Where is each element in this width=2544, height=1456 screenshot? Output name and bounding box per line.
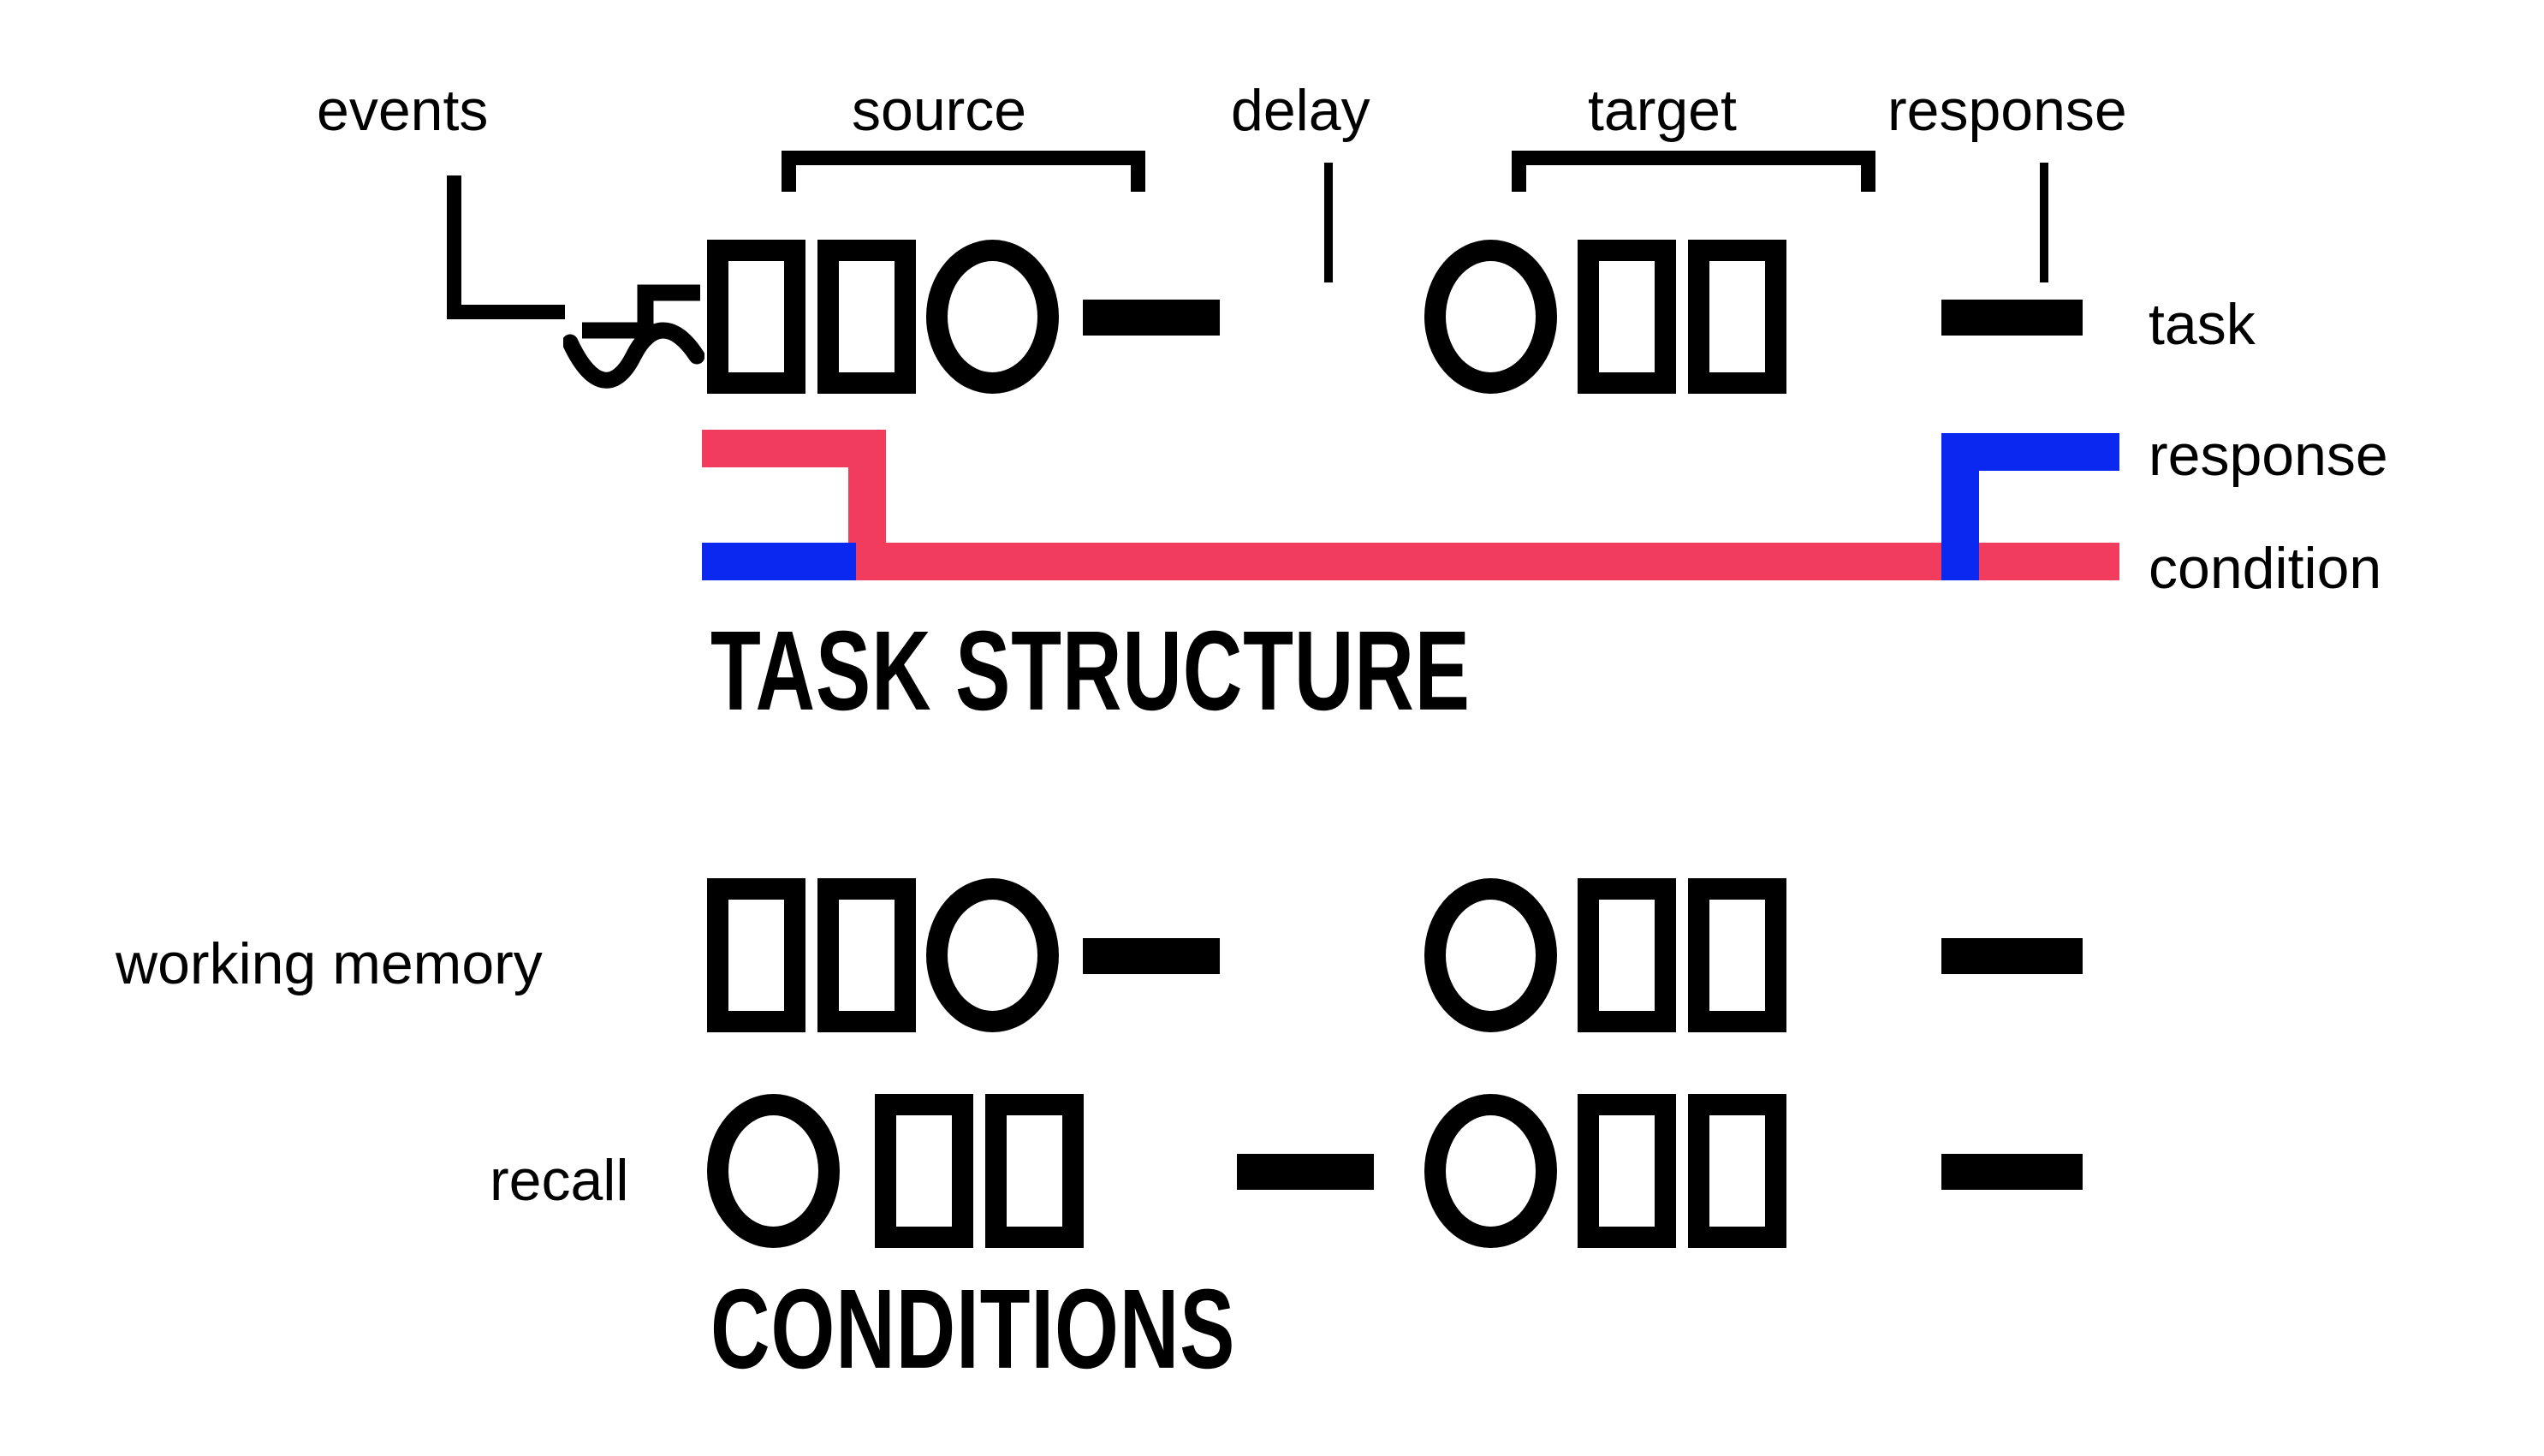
annotation-label-response: response xyxy=(1887,78,2127,143)
step-event-icon xyxy=(582,284,700,339)
response-tick xyxy=(2040,163,2048,282)
recall-glyph-square-1 xyxy=(875,1094,973,1248)
recall-glyph-dash-2 xyxy=(1941,1154,2083,1190)
wm-glyph-circle-2 xyxy=(1424,878,1557,1032)
annotation-label-events: events xyxy=(317,78,489,143)
row-label-response: response xyxy=(2149,423,2388,488)
recall-glyph-circle-2 xyxy=(1424,1094,1557,1248)
task-glyph-circle-2 xyxy=(1424,240,1557,394)
annotation-label-target: target xyxy=(1588,78,1737,143)
task-glyph-dash-2 xyxy=(1941,300,2083,336)
delay-tick xyxy=(1324,163,1333,282)
recall-glyph-square-2 xyxy=(985,1094,1084,1248)
task-glyph-square-3 xyxy=(1578,240,1676,394)
response-bar-transition-right xyxy=(1941,471,1979,580)
wm-glyph-circle-1 xyxy=(926,878,1059,1032)
source-bracket xyxy=(782,151,1145,192)
task-glyph-circle-1 xyxy=(926,240,1059,394)
wave-event-icon xyxy=(563,322,704,389)
wm-glyph-dash-1 xyxy=(1083,938,1220,974)
recall-glyph-dash-1 xyxy=(1237,1154,1374,1190)
task-glyph-square-1 xyxy=(707,240,805,394)
condition-bar-baseline xyxy=(848,543,2119,580)
task-glyph-square-4 xyxy=(1688,240,1786,394)
annotation-label-delay: delay xyxy=(1231,78,1370,143)
wm-glyph-square-4 xyxy=(1688,878,1786,1032)
wm-glyph-square-3 xyxy=(1578,878,1676,1032)
wm-glyph-square-1 xyxy=(707,878,805,1032)
panel-title-conditions: CONDITIONS xyxy=(710,1265,1236,1393)
response-bar-low-left xyxy=(702,543,856,580)
annotation-label-source: source xyxy=(852,78,1027,143)
target-bracket xyxy=(1512,151,1875,192)
row-label-recall: recall xyxy=(490,1148,629,1213)
task-glyph-square-2 xyxy=(817,240,916,394)
panel-title-task-structure: TASK STRUCTURE xyxy=(710,607,1471,734)
wm-glyph-square-2 xyxy=(817,878,916,1032)
row-label-condition: condition xyxy=(2149,536,2382,601)
wm-glyph-dash-2 xyxy=(1941,938,2083,974)
row-label-task: task xyxy=(2149,292,2256,357)
row-label-working-memory: working memory xyxy=(116,931,543,996)
recall-glyph-square-4 xyxy=(1688,1094,1786,1248)
events-bracket xyxy=(447,175,565,319)
recall-glyph-square-3 xyxy=(1578,1094,1676,1248)
response-bar-high-right xyxy=(1941,433,2119,471)
task-glyph-dash-1 xyxy=(1083,300,1220,336)
recall-glyph-circle-1 xyxy=(707,1094,840,1248)
